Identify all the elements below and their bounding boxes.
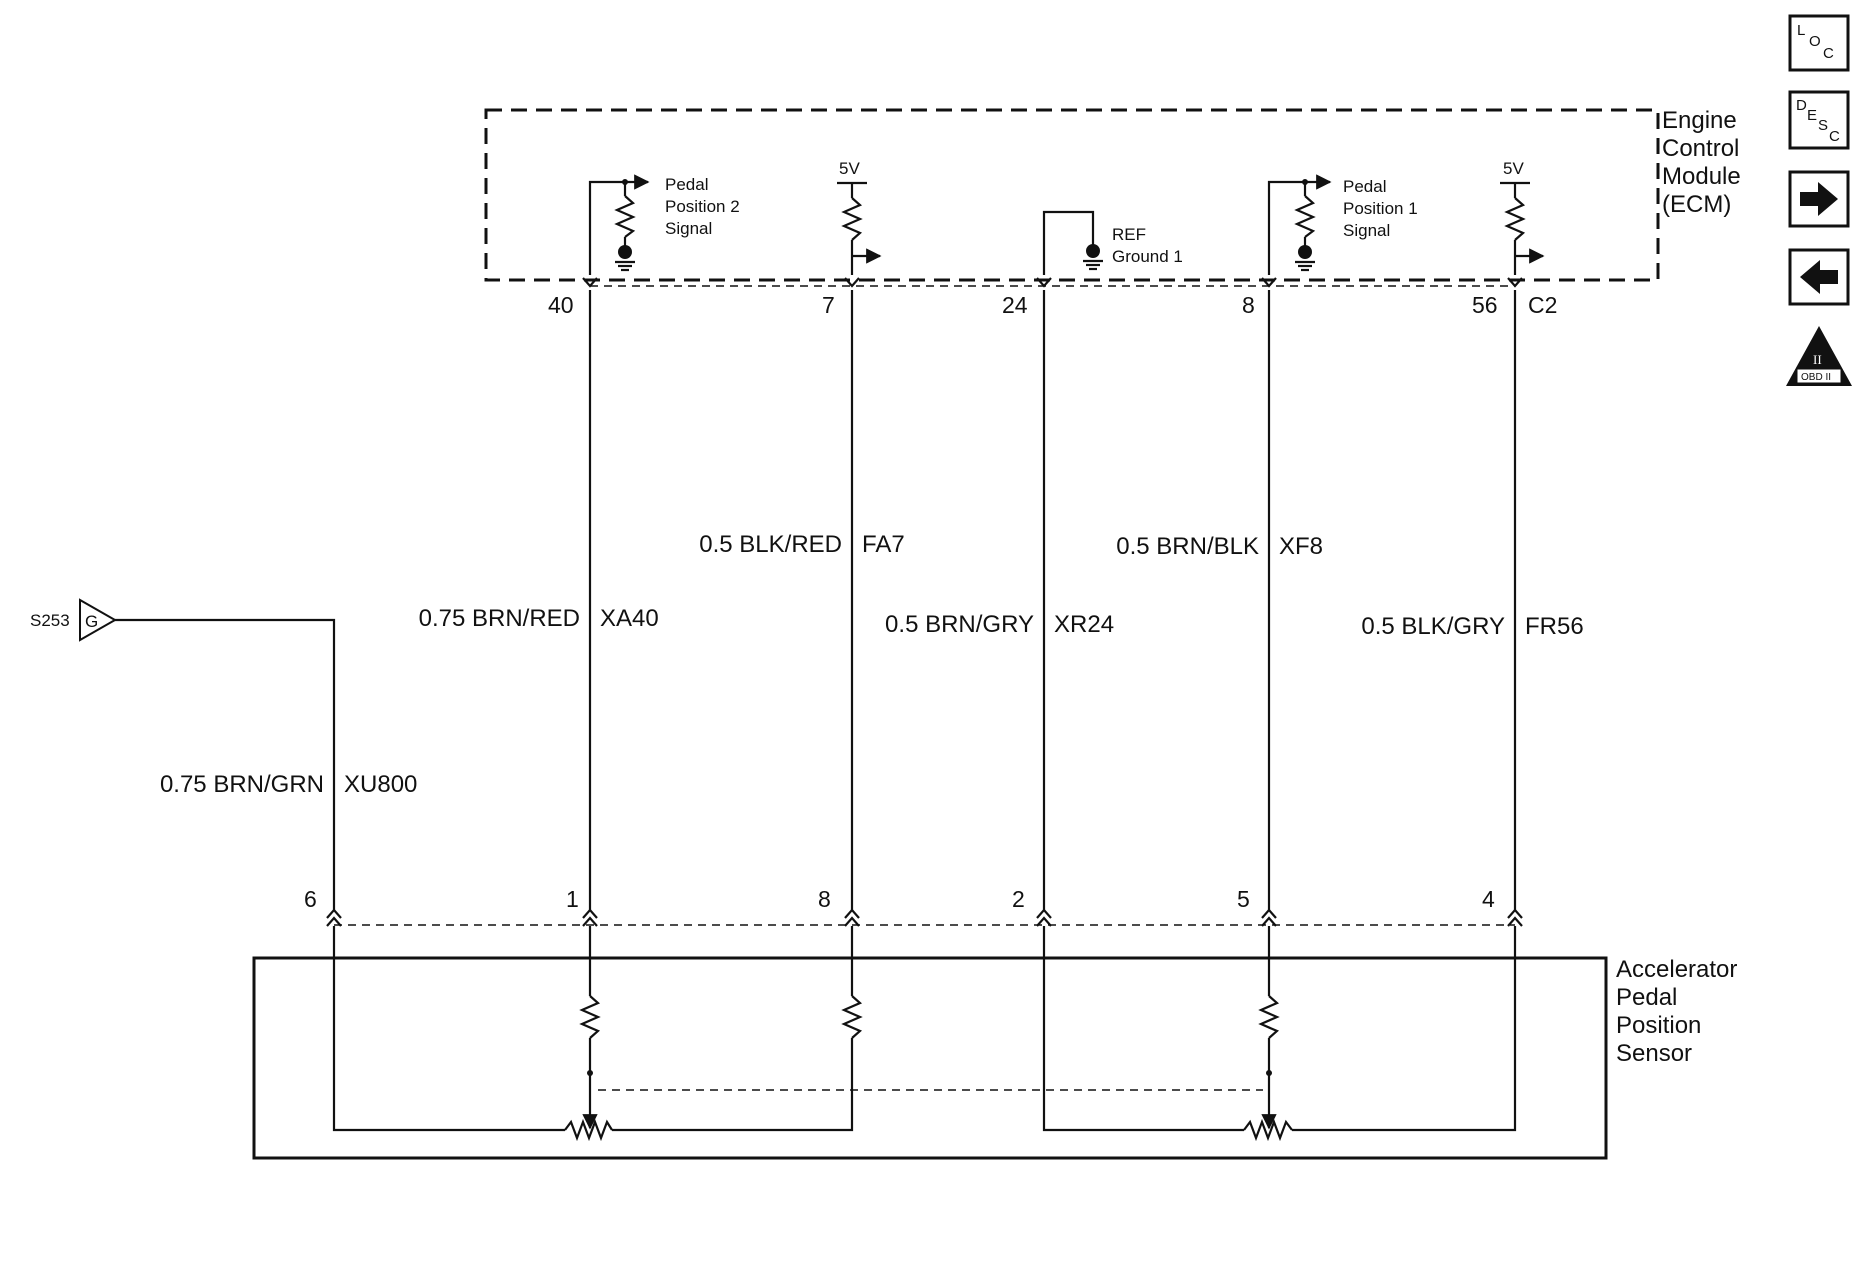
pedal1-label: Pedal xyxy=(1343,177,1386,196)
ecm-pin-number: 56 xyxy=(1472,292,1498,318)
sensor-pin-number: 5 xyxy=(1237,886,1250,912)
sensor-box xyxy=(252,956,1608,1160)
obd-mark: II xyxy=(1813,352,1822,367)
arrow-left-icon xyxy=(1800,260,1838,294)
sensor-pin-numbers: 6 1 8 2 5 4 xyxy=(304,886,1495,912)
obd-ii-button[interactable]: II OBD II xyxy=(1786,326,1852,386)
pedal2-label: Signal xyxy=(665,219,712,238)
sensor-title-line: Position xyxy=(1616,1012,1701,1039)
sensor-title-line: Pedal xyxy=(1616,984,1677,1011)
splice-letter: G xyxy=(85,612,98,631)
ground-symbol xyxy=(1298,245,1312,259)
wire-size-color: 0.5 BLK/RED xyxy=(699,531,842,558)
ecm-box xyxy=(484,108,1660,282)
pedal2-label: Position 2 xyxy=(665,197,740,216)
ecm-connector-label: C2 xyxy=(1528,292,1557,318)
loc-letter: C xyxy=(1823,45,1834,62)
ecm-pin-number: 40 xyxy=(548,292,574,318)
sensor-pin-number: 6 xyxy=(304,886,317,912)
desc-letter: S xyxy=(1818,117,1828,134)
ecm-pin-numbers: 40 7 24 8 56 C2 xyxy=(548,292,1557,318)
sensor-title-line: Sensor xyxy=(1616,1040,1692,1067)
ground-symbol xyxy=(1086,244,1100,258)
supply-5v-label: 5V xyxy=(1503,159,1524,178)
splice-s253: S253 G xyxy=(30,598,118,642)
supply-5v-label: 5V xyxy=(839,159,860,178)
wire-size-color: 0.5 BRN/GRY xyxy=(885,611,1034,638)
wire-circuit: XF8 xyxy=(1279,533,1323,560)
ecm-title: Engine Control Module (ECM) xyxy=(1662,107,1741,218)
wire-circuit: FR56 xyxy=(1525,613,1584,640)
loc-letter: O xyxy=(1809,33,1821,50)
pedal2-label: Pedal xyxy=(665,175,708,194)
loc-letter: L xyxy=(1797,22,1805,39)
pedal1-circuit: Pedal Position 1 Signal xyxy=(1267,174,1418,275)
wire-circuit: FA7 xyxy=(862,531,905,558)
wire-size-color: 0.75 BRN/GRN xyxy=(160,771,324,798)
ground-symbol xyxy=(618,245,632,259)
supply-5v-b: 5V xyxy=(1500,159,1545,275)
desc-button[interactable]: D E S C xyxy=(1788,90,1850,150)
wire-circuit: XR24 xyxy=(1054,611,1114,638)
pedal2-circuit: Pedal Position 2 Signal xyxy=(588,174,740,275)
ref-ground: REF Ground 1 xyxy=(1042,210,1183,275)
ecm-pin-chevrons xyxy=(582,277,1523,288)
ecm-title-line: (ECM) xyxy=(1662,191,1731,218)
wire-circuit: XU800 xyxy=(344,771,417,798)
ecm-title-line: Control xyxy=(1662,135,1739,162)
sensor-pin-chevrons xyxy=(326,908,1523,927)
wire-size-color: 0.5 BRN/BLK xyxy=(1116,533,1259,560)
sensor-pin-number: 2 xyxy=(1012,886,1025,912)
ecm-pin-number: 7 xyxy=(822,292,835,318)
harness-wires xyxy=(112,290,1517,910)
prev-page-button[interactable] xyxy=(1788,248,1850,306)
pedal1-label: Signal xyxy=(1343,221,1390,240)
wire-labels: 0.75 BRN/RED XA40 0.5 BLK/RED FA7 0.5 BR… xyxy=(160,531,1584,798)
ecm-title-line: Engine xyxy=(1662,107,1737,134)
sensor-title: Accelerator Pedal Position Sensor xyxy=(1616,956,1737,1067)
ref-ground-label: Ground 1 xyxy=(1112,247,1183,266)
ecm-title-line: Module xyxy=(1662,163,1741,190)
loc-button[interactable]: L O C xyxy=(1788,14,1850,72)
sensor-pin-number: 8 xyxy=(818,886,831,912)
desc-letter: D xyxy=(1796,97,1807,114)
obd-label: OBD II xyxy=(1801,372,1831,383)
desc-letter: E xyxy=(1807,107,1817,124)
sensor-pin-number: 4 xyxy=(1482,886,1495,912)
nav-toolbar: L O C D E S C II OBD II xyxy=(1786,14,1852,386)
ecm-pin-number: 8 xyxy=(1242,292,1255,318)
splice-id: S253 xyxy=(30,611,70,630)
ref-ground-label: REF xyxy=(1112,225,1146,244)
next-page-button[interactable] xyxy=(1788,170,1850,228)
arrow-right-icon xyxy=(1800,182,1838,216)
supply-5v-a: 5V xyxy=(837,159,882,275)
sensor-pin-number: 1 xyxy=(566,886,579,912)
sensor-internals xyxy=(332,926,1517,1142)
pedal1-label: Position 1 xyxy=(1343,199,1418,218)
wire-size-color: 0.75 BRN/RED xyxy=(419,605,580,632)
desc-letter: C xyxy=(1829,128,1840,145)
wire-size-color: 0.5 BLK/GRY xyxy=(1361,613,1505,640)
sensor-title-line: Accelerator xyxy=(1616,956,1737,983)
wire-circuit: XA40 xyxy=(600,605,659,632)
ecm-pin-number: 24 xyxy=(1002,292,1028,318)
